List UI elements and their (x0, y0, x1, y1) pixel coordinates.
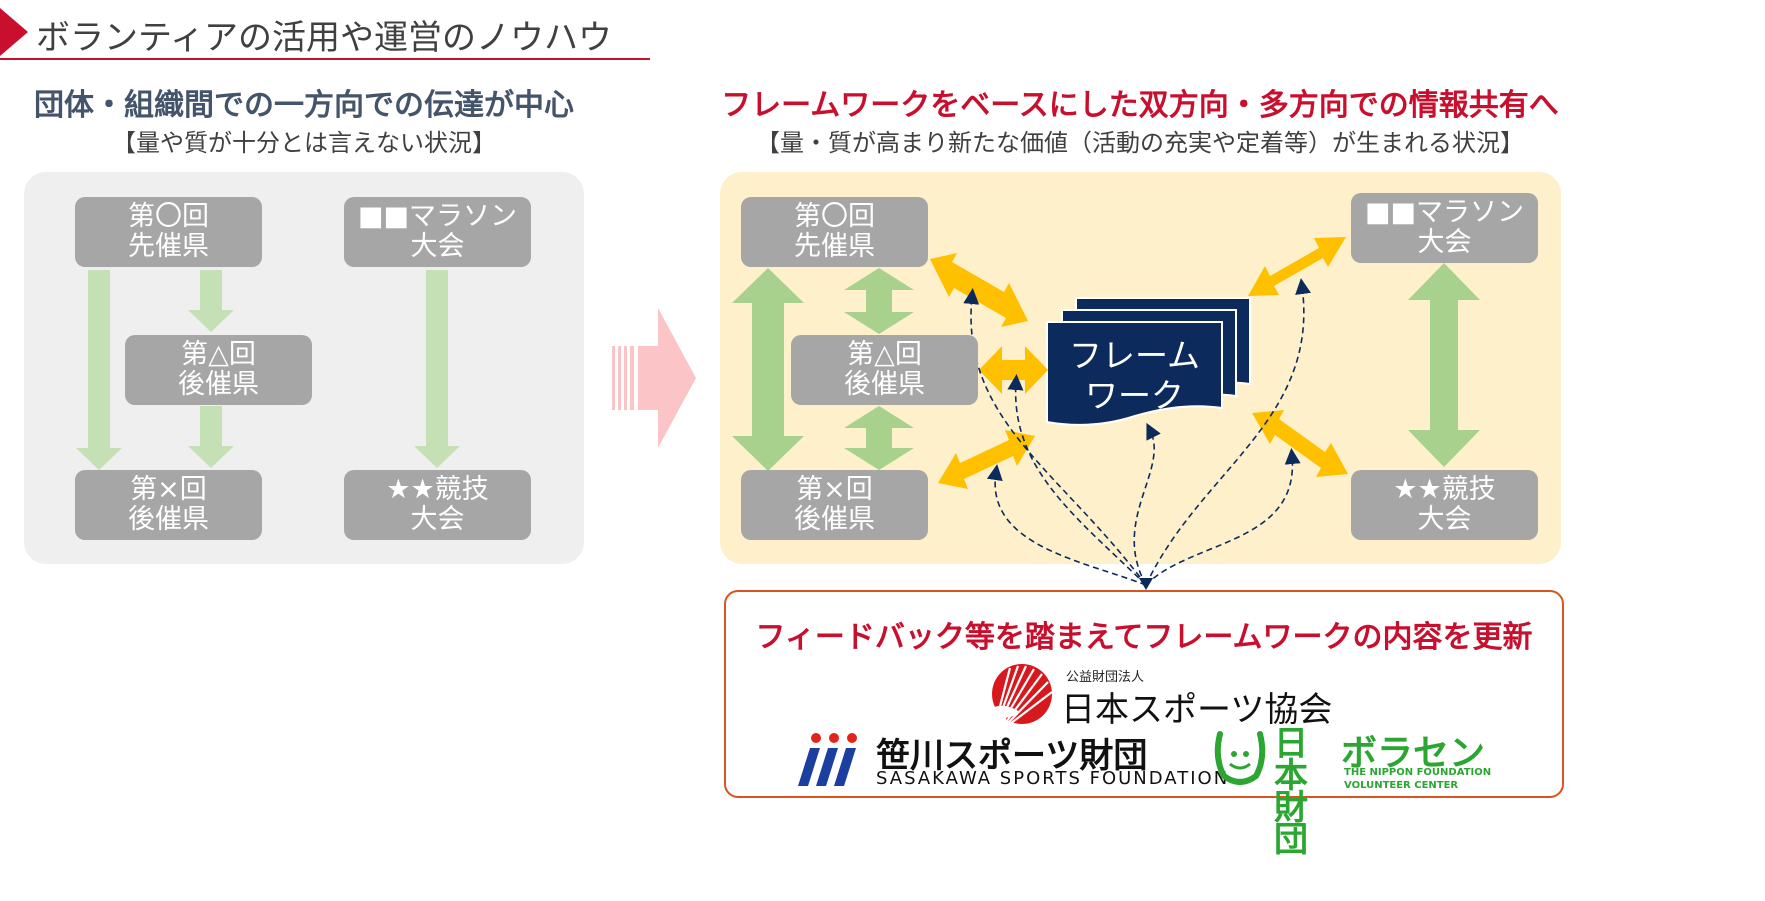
nf-jp-top: 日本 (1274, 724, 1308, 796)
right-node-second-host: 第△回 後催県 (791, 335, 978, 405)
left-node-second-host: 第△回 後催県 (125, 335, 312, 405)
left-node-marathon: ■■マラソン 大会 (344, 197, 531, 267)
node-label: 第〇回 (128, 201, 209, 232)
right-subheading: 【量・質が高まり新たな価値（活動の充実や定着等）が生まれる状況】 (756, 129, 1524, 157)
left-node-third-host: 第×回 後催県 (75, 470, 262, 540)
framework-stack (1046, 297, 1251, 426)
ssf-logo-icon (798, 733, 857, 786)
arrow-framework-first (930, 253, 1028, 327)
arrow-first-second-bidirectional (844, 268, 914, 334)
nf-jp-bottom: 財団 (1274, 788, 1308, 860)
nippon-foundation-jp: 日本 財団 (1274, 724, 1334, 860)
right-node-first-host: 第〇回 先催県 (741, 197, 928, 267)
left-node-first-host: 第〇回 先催県 (75, 197, 262, 267)
arrow-first-third-bidirectional (732, 268, 804, 471)
node-label: 第△回 (181, 339, 256, 370)
node-label: 第△回 (847, 339, 922, 370)
feedback-curve-to-second (1007, 374, 1147, 586)
arrow-framework-competition (1252, 410, 1348, 477)
arrow-marathon-to-competition (414, 270, 460, 468)
nippon-foundation-en-2: VOLUNTEER CENTER (1344, 780, 1459, 791)
left-subheading: 【量や質が十分とは言えない状況】 (112, 129, 496, 157)
arrow-first-to-second (188, 270, 234, 332)
node-label: 先催県 (128, 231, 209, 262)
feedback-box: フィードバック等を踏まえてフレームワークの内容を更新 公益財団法人 日本スポーツ… (724, 590, 1564, 857)
node-label: 先催県 (794, 231, 875, 262)
node-label: ★★競技 (386, 474, 489, 505)
node-label: 大会 (1417, 227, 1472, 258)
transition-arrow (612, 308, 696, 448)
node-label: 大会 (410, 504, 465, 535)
framework-label-line1: フレーム (1068, 336, 1200, 375)
node-label: ■■マラソン (357, 201, 518, 232)
node-label: 大会 (1417, 504, 1472, 535)
node-label: 後催県 (128, 504, 209, 535)
node-label: ★★競技 (1393, 474, 1496, 505)
nippon-foundation-volunteer-name: ボラセン (1341, 733, 1486, 774)
arrow-marathon-competition-bidirectional (1408, 263, 1480, 467)
arrow-framework-third (938, 430, 1035, 489)
ssf-logo-english: SASAKAWA SPORTS FOUNDATION (876, 768, 1230, 789)
jsa-logo-icon (992, 664, 1053, 725)
arrow-framework-marathon (1248, 237, 1346, 296)
node-label: 後催県 (178, 369, 259, 400)
framework-label-line2: ワーク (1085, 376, 1184, 415)
left-node-competition: ★★競技 大会 (344, 470, 531, 540)
right-node-competition: ★★競技 大会 (1351, 470, 1538, 540)
jsa-logo-name: 日本スポーツ協会 (1061, 690, 1333, 730)
nippon-foundation-en-1: THE NIPPON FOUNDATION (1344, 767, 1492, 778)
node-label: 第〇回 (794, 201, 875, 232)
feedback-curve-to-competition (1145, 448, 1301, 586)
node-label: 後催県 (844, 369, 925, 400)
right-node-marathon: ■■マラソン 大会 (1351, 193, 1538, 263)
node-label: 大会 (410, 231, 465, 262)
arrow-second-to-third (188, 406, 234, 468)
node-label: ■■マラソン (1364, 197, 1525, 228)
node-label: 後催県 (794, 504, 875, 535)
nippon-foundation-logo-icon (1214, 731, 1266, 785)
arrow-framework-second (979, 346, 1048, 394)
jsa-logo-subtitle: 公益財団法人 (1066, 670, 1145, 685)
feedback-curve-to-framework (1133, 422, 1161, 586)
title-marker (0, 8, 28, 56)
feedback-curve-to-third (986, 464, 1147, 586)
right-node-third-host: 第×回 後催県 (741, 470, 928, 540)
feedback-origin-arrowhead (1139, 578, 1153, 590)
right-heading: フレームワークをベースにした双方向・多方向での情報共有へ (721, 88, 1559, 123)
feedback-text: フィードバック等を踏まえてフレームワークの内容を更新 (755, 620, 1533, 655)
arrow-first-to-third (76, 270, 122, 470)
framework-label: フレーム ワーク (1047, 336, 1222, 416)
page-title: ボランティアの活用や運営のノウハウ (36, 18, 612, 58)
ssf-logo-name: 笹川スポーツ財団 (876, 736, 1148, 776)
node-label: 第×回 (796, 474, 873, 505)
left-heading: 団体・組織間での一方向での伝達が中心 (34, 88, 574, 123)
arrow-second-third-bidirectional (844, 406, 914, 470)
node-label: 第×回 (130, 474, 207, 505)
title-underline (0, 58, 650, 60)
